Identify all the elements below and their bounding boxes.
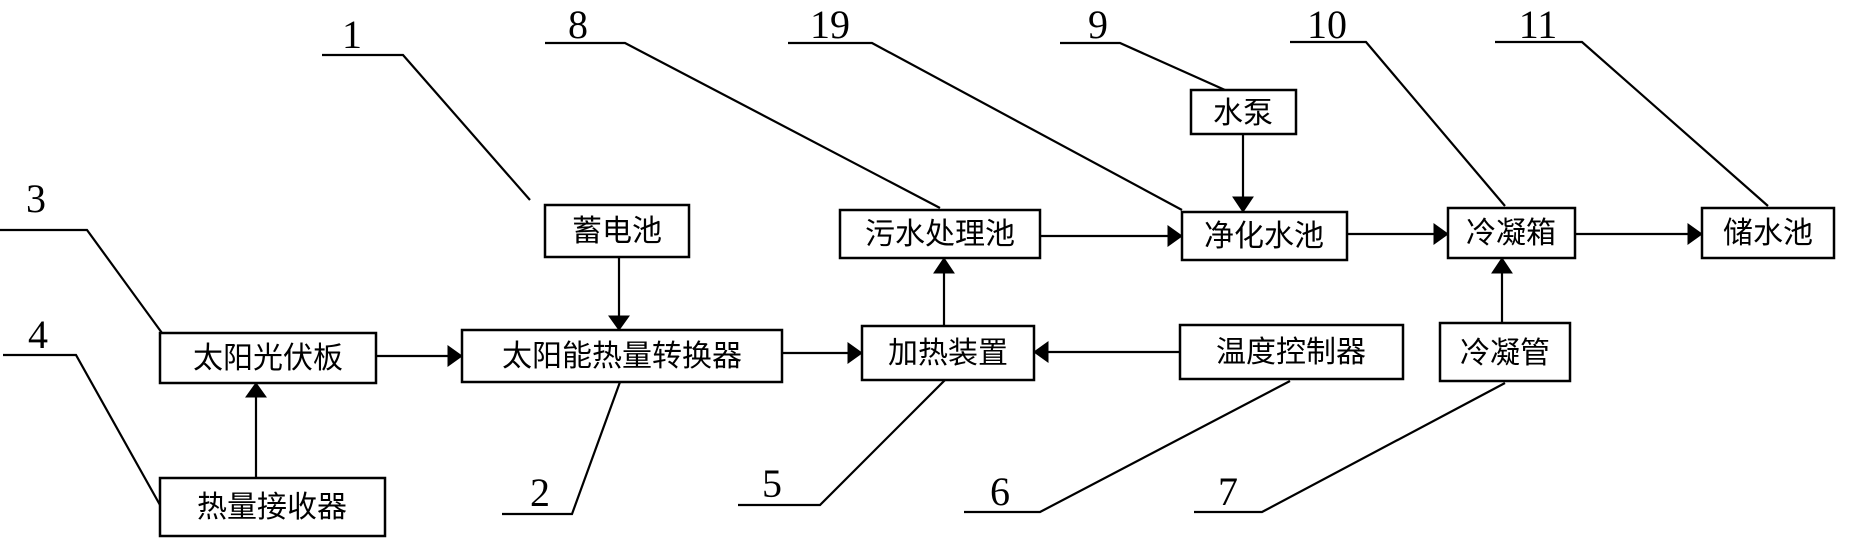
callout-11: 11: [1495, 2, 1769, 207]
callout-number: 8: [568, 2, 588, 47]
arrow-pipe-to-condense: [1491, 257, 1513, 323]
battery-label: 蓄电池: [572, 214, 662, 249]
condense-pipe-label: 冷凝管: [1460, 336, 1550, 371]
callout-number: 1: [342, 12, 362, 57]
box-temp-controller: 温度控制器: [1178, 323, 1405, 381]
callout-number: 2: [530, 470, 550, 515]
callout-4: 4: [3, 312, 161, 506]
callout-number: 6: [990, 469, 1010, 514]
box-condense-pipe: 冷凝管: [1438, 321, 1572, 383]
callout-7: 7: [1194, 382, 1506, 514]
arrow-condense-to-storage: [1575, 223, 1703, 245]
box-pv-panel: 太阳光伏板: [158, 331, 378, 385]
callout-9: 9: [1060, 2, 1226, 92]
arrow-receiver-to-pv: [245, 382, 267, 478]
callout-number: 4: [28, 312, 48, 357]
temp-controller-label: 温度控制器: [1216, 335, 1366, 370]
arrow-purify-to-condense: [1347, 223, 1449, 245]
arrow-converter-to-heater: [782, 342, 863, 364]
box-heater: 加热装置: [860, 324, 1036, 382]
callout-number: 11: [1519, 2, 1558, 47]
converter-label: 太阳能热量转换器: [502, 339, 742, 374]
arrow-sewage-to-purify: [1040, 225, 1183, 247]
pump-label: 水泵: [1213, 96, 1273, 131]
callout-number: 9: [1088, 2, 1108, 47]
callout-6: 6: [964, 380, 1291, 514]
box-converter: 太阳能热量转换器: [460, 328, 784, 384]
callout-2: 2: [502, 381, 622, 516]
arrow-pump-to-purify: [1232, 134, 1254, 213]
callout-1: 1: [322, 12, 531, 201]
callout-10: 10: [1290, 2, 1506, 207]
callout-8: 8: [545, 2, 941, 209]
storage-pool-label: 储水池: [1723, 216, 1813, 251]
arrow-pv-to-converter: [376, 345, 463, 367]
callout-number: 5: [762, 461, 782, 506]
callout-number: 19: [810, 2, 850, 47]
box-heat-receiver: 热量接收器: [158, 476, 387, 538]
callout-3: 3: [0, 176, 163, 334]
box-condense-box: 冷凝箱: [1446, 206, 1577, 260]
sewage-pool-label: 污水处理池: [865, 217, 1015, 252]
box-battery: 蓄电池: [543, 203, 691, 259]
pv-panel-label: 太阳光伏板: [193, 341, 343, 376]
callout-5: 5: [738, 379, 946, 507]
box-storage-pool: 储水池: [1700, 206, 1836, 260]
callout-19: 19: [788, 2, 1183, 211]
condense-box-label: 冷凝箱: [1466, 216, 1556, 251]
callout-number: 10: [1307, 2, 1347, 47]
heat-receiver-label: 热量接收器: [197, 490, 347, 525]
box-pump: 水泵: [1189, 88, 1298, 136]
arrow-heater-to-sewage: [933, 257, 955, 326]
box-sewage-pool: 污水处理池: [838, 208, 1042, 260]
callout-number: 7: [1218, 469, 1238, 514]
callout-number: 3: [26, 176, 46, 221]
purify-pool-label: 净化水池: [1204, 219, 1324, 254]
heater-label: 加热装置: [888, 336, 1008, 371]
box-purify-pool: 净化水池: [1180, 210, 1349, 262]
arrow-controller-to-heater: [1033, 341, 1180, 363]
arrow-battery-to-converter: [608, 257, 630, 331]
